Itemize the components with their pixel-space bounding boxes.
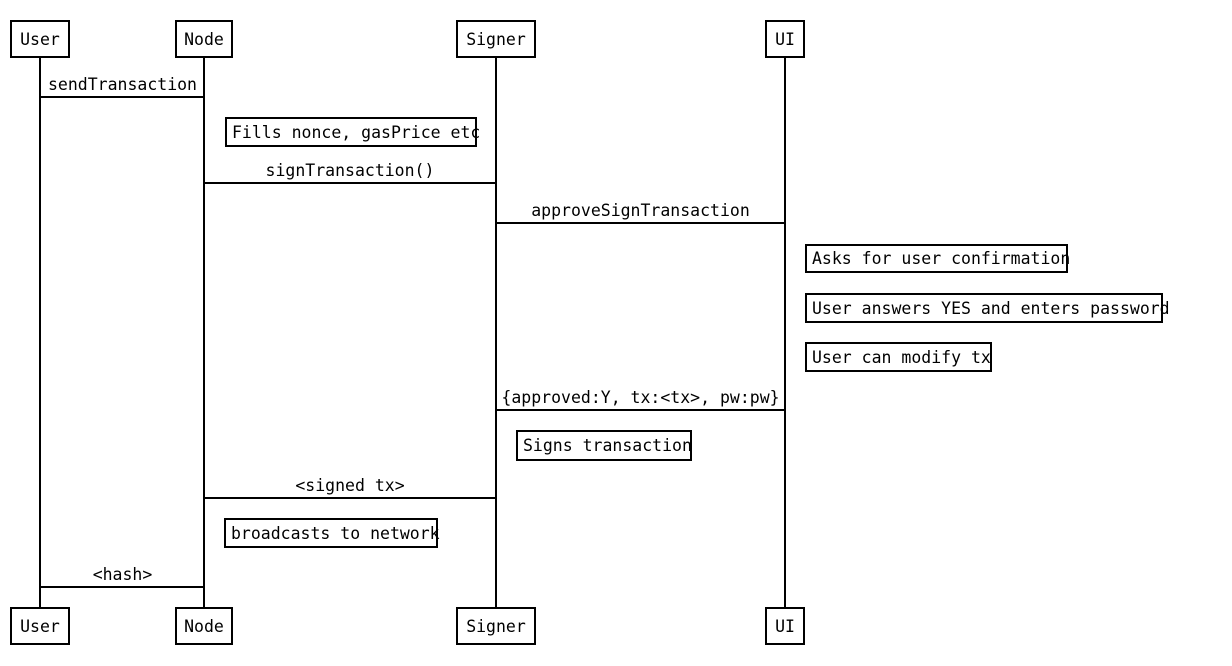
actor-ui-label: UI: [775, 29, 795, 49]
note-fills-nonce: Fills nonce, gasPrice etc: [225, 117, 481, 147]
lifeline-user: [39, 57, 41, 607]
note-broadcasts-to-network-label: broadcasts to network: [231, 523, 440, 543]
actor-signer-label: Signer: [466, 29, 526, 49]
actor-user-label: User: [20, 616, 60, 636]
note-signs-transaction-label: Signs transaction: [523, 436, 692, 455]
actor-node-bottom: Node: [175, 607, 233, 645]
actor-node-label: Node: [184, 616, 224, 636]
message-label-send-transaction: sendTransaction: [47, 75, 197, 94]
message-line-approved-response: [496, 409, 785, 411]
message-line-approve-sign-transaction: [496, 222, 785, 224]
actor-signer-label: Signer: [466, 616, 526, 636]
actor-ui-bottom: UI: [765, 607, 805, 645]
note-user-answers-yes: User answers YES and enters password: [805, 293, 1170, 323]
note-broadcasts-to-network: broadcasts to network: [224, 518, 440, 548]
note-asks-user-confirmation: Asks for user confirmation: [805, 244, 1071, 273]
actor-signer-top: Signer: [456, 20, 536, 58]
message-label-approved-response: {approved:Y, tx:<tx>, pw:pw}: [501, 388, 780, 407]
note-fills-nonce-label: Fills nonce, gasPrice etc: [232, 122, 481, 142]
note-signs-transaction: Signs transaction: [516, 430, 692, 461]
note-user-can-modify-tx-label: User can modify tx: [812, 347, 991, 367]
actor-signer-bottom: Signer: [456, 607, 536, 645]
message-label-hash: <hash>: [92, 565, 153, 584]
actor-user-label: User: [20, 29, 60, 49]
actor-user-bottom: User: [10, 607, 70, 645]
lifeline-signer: [495, 57, 497, 607]
actor-node-label: Node: [184, 29, 224, 49]
message-label-signed-tx: <signed tx>: [295, 476, 405, 495]
actor-ui-top: UI: [765, 20, 805, 58]
note-asks-user-confirmation-label: Asks for user confirmation: [812, 249, 1071, 268]
note-user-answers-yes-label: User answers YES and enters password: [812, 298, 1170, 318]
actor-node-top: Node: [175, 20, 233, 58]
message-label-approve-sign-transaction: approveSignTransaction: [531, 201, 750, 220]
message-line-hash: [40, 586, 205, 588]
message-line-send-transaction: [40, 96, 205, 98]
lifeline-ui: [784, 57, 786, 607]
actor-user-top: User: [10, 20, 70, 58]
message-label-sign-transaction: signTransaction(): [265, 161, 435, 180]
lifeline-node: [203, 57, 205, 607]
message-line-sign-transaction: [204, 182, 496, 184]
note-user-can-modify-tx: User can modify tx: [805, 342, 992, 372]
actor-ui-label: UI: [775, 616, 795, 636]
message-line-signed-tx: [204, 497, 496, 499]
